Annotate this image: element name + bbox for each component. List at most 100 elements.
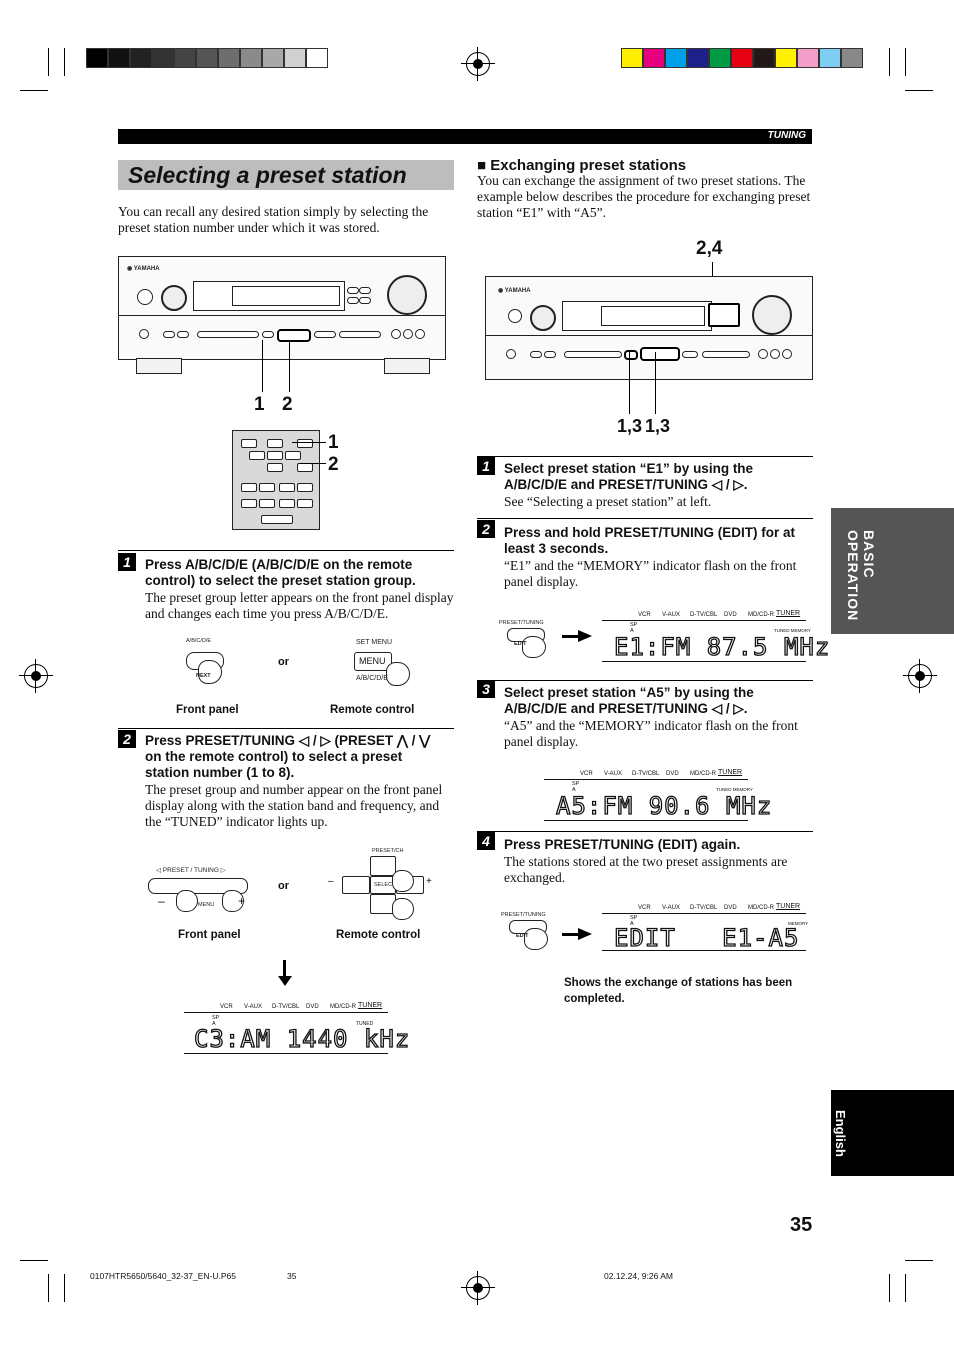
process-color-bar — [621, 48, 863, 68]
small-button — [359, 297, 371, 304]
source-indicator: VCR — [220, 1004, 233, 1010]
or-label: or — [278, 880, 289, 892]
sp-indicator: SP — [630, 622, 638, 628]
remote-set-menu-label: SET MENU — [356, 639, 393, 646]
color-swatch — [775, 48, 797, 68]
remote-control-caption: Remote control — [330, 704, 415, 716]
small-button — [702, 351, 750, 358]
small-button — [530, 351, 542, 358]
crop-mark — [905, 90, 933, 91]
step-heading: Press PRESET/TUNING ◁ / ▷ (PRESET ⋀ / ⋁ … — [145, 733, 431, 780]
remote-menu-button — [297, 439, 313, 448]
display-text: EDIT E1-A5 — [613, 924, 800, 952]
step-heading: Press and hold PRESET/TUNING (EDIT) for … — [504, 525, 796, 556]
display-text: C3:AM 1440 kHz — [193, 1025, 411, 1053]
source-indicator-active: TUNER — [776, 903, 801, 910]
step-number: 1 — [477, 457, 495, 475]
callout-number: 1 — [328, 432, 339, 453]
step-number: 2 — [118, 730, 136, 748]
step-heading: Press PRESET/TUNING (EDIT) again. — [504, 837, 741, 852]
remote-button — [241, 483, 257, 492]
step-number: 1 — [118, 553, 136, 571]
source-indicator: D-TV/CBL — [272, 1004, 300, 1010]
page-number: 35 — [790, 1214, 813, 1236]
display-divider — [602, 661, 806, 662]
callout-line — [629, 352, 630, 414]
source-indicator-active: TUNER — [718, 769, 743, 776]
small-button — [359, 287, 371, 294]
source-indicator: MD/CD-R — [748, 905, 774, 911]
step-number: 3 — [477, 680, 495, 698]
source-indicator: VCR — [580, 771, 593, 777]
abcde-button-highlight — [624, 350, 638, 360]
color-swatch — [262, 48, 284, 68]
color-swatch — [306, 48, 328, 68]
crop-mark — [48, 48, 49, 76]
sp-indicator: SP — [572, 781, 580, 787]
color-swatch — [174, 48, 196, 68]
color-swatch — [240, 48, 262, 68]
subsection-title: ■ Exchanging preset stations — [477, 157, 687, 174]
av-jack — [415, 329, 425, 339]
source-indicator: MD/CD-R — [748, 612, 774, 618]
av-jack — [782, 349, 792, 359]
color-swatch — [709, 48, 731, 68]
remote-control-caption: Remote control — [336, 929, 421, 941]
small-button — [177, 331, 189, 338]
display-text: A5:FM 90.6 MHz — [555, 792, 773, 820]
a-indicator: A — [212, 1021, 216, 1027]
color-swatch — [218, 48, 240, 68]
source-indicator-active: TUNER — [358, 1002, 383, 1009]
remote-button — [259, 499, 275, 508]
sp-indicator: SP — [212, 1015, 220, 1021]
panel-divider — [119, 315, 445, 316]
section-header-bar: TUNING — [118, 129, 812, 144]
button-sub-label: NEXT — [196, 673, 211, 679]
callout-number: 1,3 1,3 — [617, 416, 671, 436]
crop-mark — [905, 1260, 933, 1261]
side-tab-basic-operation: BASIC OPERATION — [831, 508, 954, 634]
receiver-front-panel-illustration: ◉ YAMAHA — [118, 256, 446, 360]
input-selector-knob — [530, 305, 556, 331]
front-panel-caption: Front panel — [178, 929, 241, 941]
remote-up-button — [370, 856, 396, 876]
step-heading: Press A/B/C/D/E (A/B/C/D/E on the remote… — [145, 557, 416, 588]
display-divider — [184, 1053, 388, 1054]
step-number: 2 — [477, 520, 495, 538]
pressing-finger-icon — [524, 928, 548, 950]
color-swatch — [196, 48, 218, 68]
a-indicator: A — [630, 921, 634, 927]
display-divider — [544, 820, 748, 821]
small-button — [347, 287, 359, 294]
down-arrow-shaft — [283, 960, 286, 978]
source-indicator: DVD — [724, 612, 737, 618]
power-button — [508, 309, 522, 323]
front-display-a5: VCR V-AUX D-TV/CBL DVD MD/CD-R TUNER SP … — [544, 769, 772, 821]
completion-note: Shows the exchange of stations has been … — [564, 977, 793, 1005]
section-tab-label: TUNING — [767, 130, 806, 141]
color-swatch — [687, 48, 709, 68]
callout-number: 2,4 — [696, 238, 723, 259]
intro-text: You can recall any desired station simpl… — [118, 204, 429, 235]
front-display-result: VCR V-AUX D-TV/CBL DVD MD/CD-R TUNER SP … — [184, 1002, 410, 1054]
input-selector-knob — [161, 285, 187, 311]
button-sub-label: EDIT — [516, 933, 529, 939]
color-swatch — [841, 48, 863, 68]
source-indicator: D-TV/CBL — [690, 612, 718, 618]
step-text: The preset group letter appears on the f… — [145, 590, 454, 621]
remote-button — [279, 499, 295, 508]
step-rule — [477, 831, 813, 832]
source-indicator: D-TV/CBL — [632, 771, 660, 777]
color-swatch — [665, 48, 687, 68]
source-indicator-active: TUNER — [776, 610, 801, 617]
source-indicator: V-AUX — [662, 612, 681, 618]
remote-button — [267, 439, 283, 448]
abcde-button — [262, 331, 274, 338]
remote-button — [261, 515, 293, 524]
av-jack — [403, 329, 413, 339]
source-indicator: V-AUX — [604, 771, 623, 777]
pressing-finger-icon — [392, 898, 414, 920]
color-swatch — [621, 48, 643, 68]
crop-mark — [20, 90, 48, 91]
minus-label: – — [328, 876, 334, 887]
